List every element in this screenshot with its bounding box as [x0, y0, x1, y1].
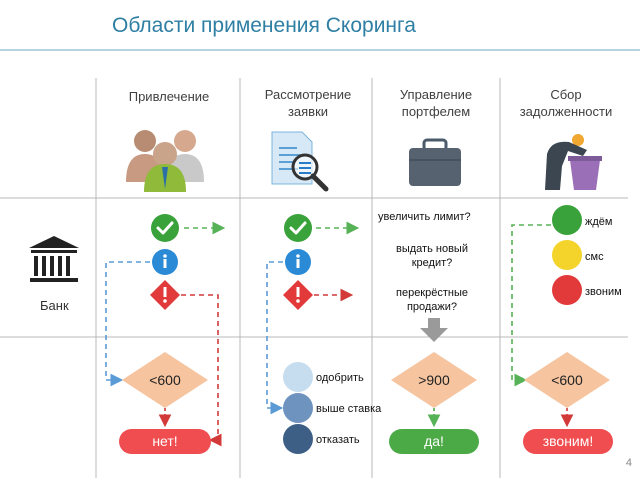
collection-result-label: звоним!: [543, 433, 594, 449]
portfolio-threshold-diamond: [391, 352, 477, 408]
column-header-portfolio: Управление портфелем: [399, 87, 473, 119]
column-header-review: Рассмотрение заявки: [264, 87, 352, 119]
option-approve-label: одобрить: [316, 372, 364, 384]
portfolio-threshold-label: >900: [418, 372, 450, 388]
attraction-threshold-label: <600: [149, 372, 181, 388]
document-magnifier-icon: [271, 131, 329, 192]
attraction-check-icon: [151, 214, 179, 242]
portfolio-question-limit: увеличить лимит?: [378, 211, 471, 223]
grid-lines: [0, 78, 628, 478]
column-header-collection: Сбор задолженности: [519, 87, 613, 119]
collection-threshold-diamond: [524, 352, 610, 408]
debtor-bin-icon: [545, 134, 602, 190]
collection-threshold-label: <600: [551, 372, 583, 388]
collection-call-label: звоним: [585, 286, 622, 298]
review-check-icon: [284, 214, 312, 242]
option-higher-rate-circle: [283, 393, 313, 423]
review-warning-icon: [283, 280, 313, 310]
attraction-info-icon: [152, 249, 178, 275]
attraction-warning-arrow: [181, 294, 222, 447]
collection-sms-label: смс: [585, 251, 604, 263]
attraction-info-arrow: [105, 261, 150, 387]
option-approve-circle: [283, 362, 313, 392]
portfolio-result-pill: [389, 429, 479, 454]
column-header-attraction: Привлечение: [128, 89, 210, 104]
collection-result-pill: [523, 429, 613, 454]
briefcase-icon: [409, 138, 461, 186]
option-reject-label: отказать: [316, 434, 360, 446]
collection-wait-arrow: [511, 224, 551, 387]
bank-icon: [29, 236, 79, 282]
portfolio-result-label: да!: [424, 433, 444, 449]
collection-wait-light: [552, 205, 582, 235]
option-higher-rate-label: выше ставка: [316, 403, 382, 415]
collection-call-light: [552, 275, 582, 305]
portfolio-down-arrow: [420, 318, 448, 342]
portfolio-question-cross-sell: перекрёстные продажи?: [396, 287, 468, 313]
people-icon: [126, 130, 204, 192]
attraction-result-label: нет!: [152, 433, 177, 449]
row-label-bank: Банк: [40, 298, 69, 313]
collection-wait-label: ждём: [585, 216, 612, 228]
portfolio-question-new-credit: выдать новый кредит?: [396, 243, 468, 269]
page-title: Области применения Скоринга: [112, 14, 416, 37]
attraction-threshold-diamond: [122, 352, 208, 408]
option-reject-circle: [283, 424, 313, 454]
attraction-result-pill: [119, 429, 211, 454]
attraction-warning-icon: [150, 280, 180, 310]
review-info-arrow: [266, 261, 284, 415]
page-number: 4: [626, 457, 632, 469]
review-info-icon: [285, 249, 311, 275]
collection-sms-light: [552, 240, 582, 270]
